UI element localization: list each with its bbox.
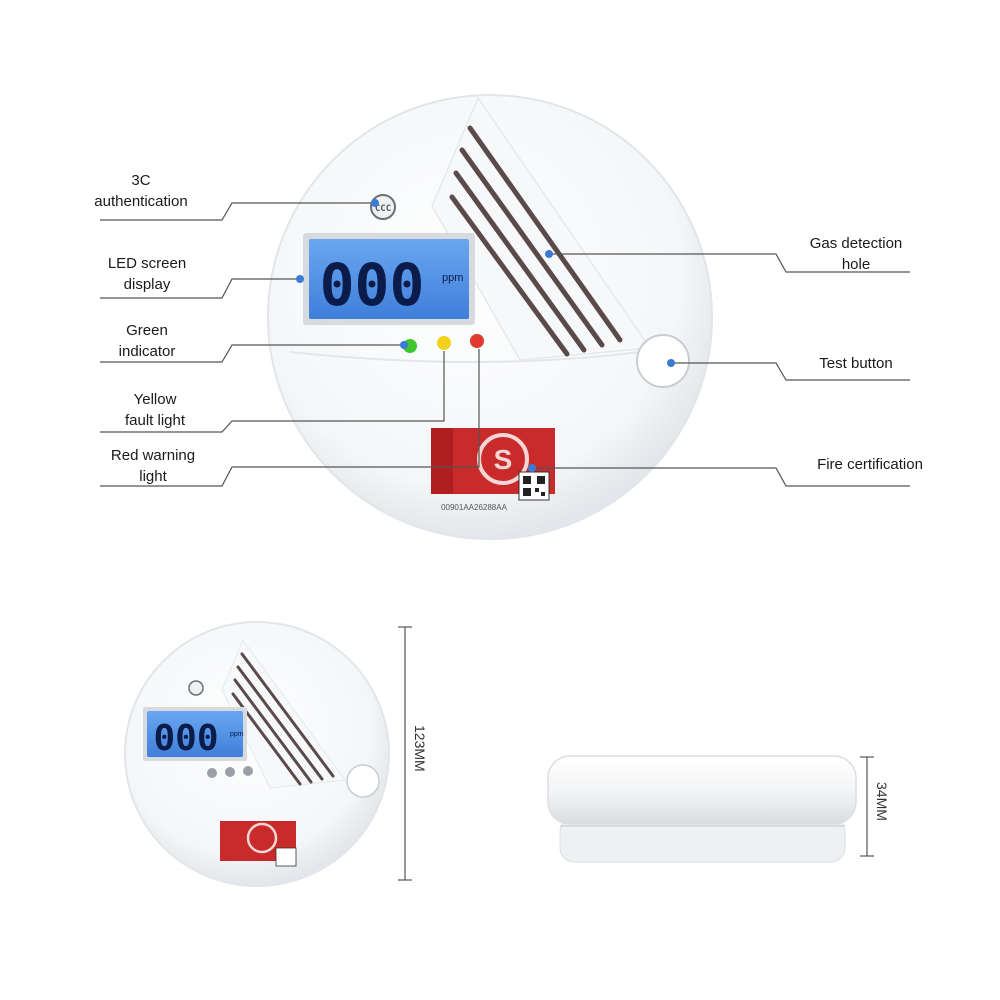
test-button xyxy=(636,334,690,388)
label-test-button: Test button xyxy=(819,355,893,372)
svg-text:CCC: CCC xyxy=(375,204,391,214)
small-detector-front: 000 ppm xyxy=(124,621,390,887)
lcd-unit: ppm xyxy=(442,272,463,284)
height-dimension xyxy=(860,756,874,857)
diameter-dimension xyxy=(398,626,412,881)
callout-dots xyxy=(296,199,675,472)
svg-text:S: S xyxy=(494,444,513,475)
lcd-screen: 000 ppm xyxy=(303,233,475,325)
yellow-led xyxy=(437,336,451,350)
lcd-value: 000 xyxy=(320,251,425,319)
callout-lines xyxy=(100,202,910,487)
height-label: 34MM xyxy=(874,782,890,821)
diameter-label: 123MM xyxy=(412,725,428,772)
large-detector: CCC 000 ppm S 00901AA26288AA xyxy=(267,94,713,540)
svg-text:ppm: ppm xyxy=(230,731,244,738)
small-detector-side xyxy=(547,755,857,863)
fire-cert-sticker: S 00901AA26288AA xyxy=(431,428,555,512)
label-fire-certification: Fire certification xyxy=(817,456,923,473)
gas-detection-vents xyxy=(449,125,623,357)
cert-code: 00901AA26288AA xyxy=(441,503,508,512)
red-led xyxy=(470,334,484,348)
svg-text:000: 000 xyxy=(153,718,218,759)
